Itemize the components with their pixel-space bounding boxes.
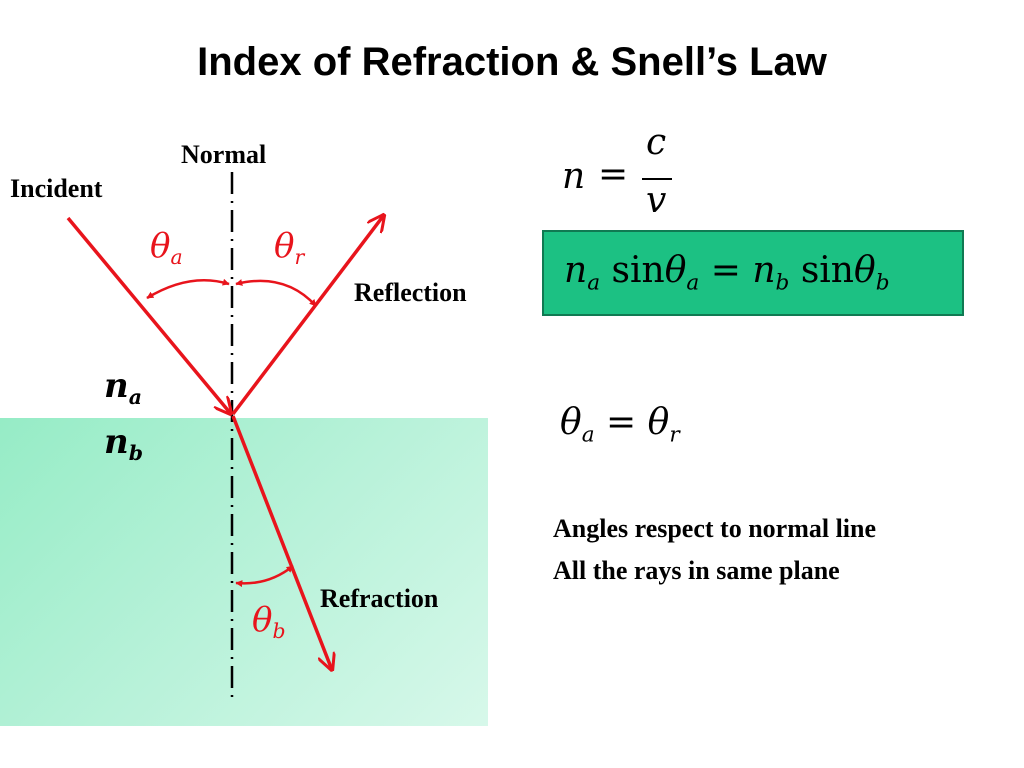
snell-law-equation: na sinθa = nb sinθb (564, 250, 890, 296)
reflection-label: Reflection (354, 278, 467, 307)
angle-arc-theta-b (235, 565, 294, 588)
note-plane: All the rays in same plane (553, 556, 840, 585)
fraction-bar (642, 178, 672, 180)
note-angles: Angles respect to normal line (553, 514, 877, 543)
angle-arc-theta-r (235, 279, 317, 307)
theta-b-label: θb (252, 600, 286, 644)
incident-label: Incident (10, 174, 103, 203)
theta-r-label: θr (274, 226, 305, 270)
n-b-label: nb (104, 422, 143, 466)
theta-a-label: θa (150, 226, 183, 270)
reflected-ray (231, 215, 384, 416)
normal-label: Normal (181, 140, 267, 169)
index-numerator: c (646, 122, 667, 163)
incident-ray (66, 216, 231, 414)
index-equation: n = c v (562, 122, 682, 230)
n-a-label: na (104, 366, 142, 410)
angle-arc-theta-a (146, 278, 230, 300)
snell-law-box: na sinθa = nb sinθb (542, 230, 964, 316)
index-denominator: v (646, 180, 667, 221)
refraction-label: Refraction (320, 584, 439, 613)
refracted-ray (231, 415, 332, 670)
page-title: Index of Refraction & Snell’s Law (197, 40, 827, 84)
index-equals: = (598, 154, 629, 195)
index-lhs: n (562, 156, 586, 197)
reflection-law-equation: θa = θr (560, 402, 680, 448)
